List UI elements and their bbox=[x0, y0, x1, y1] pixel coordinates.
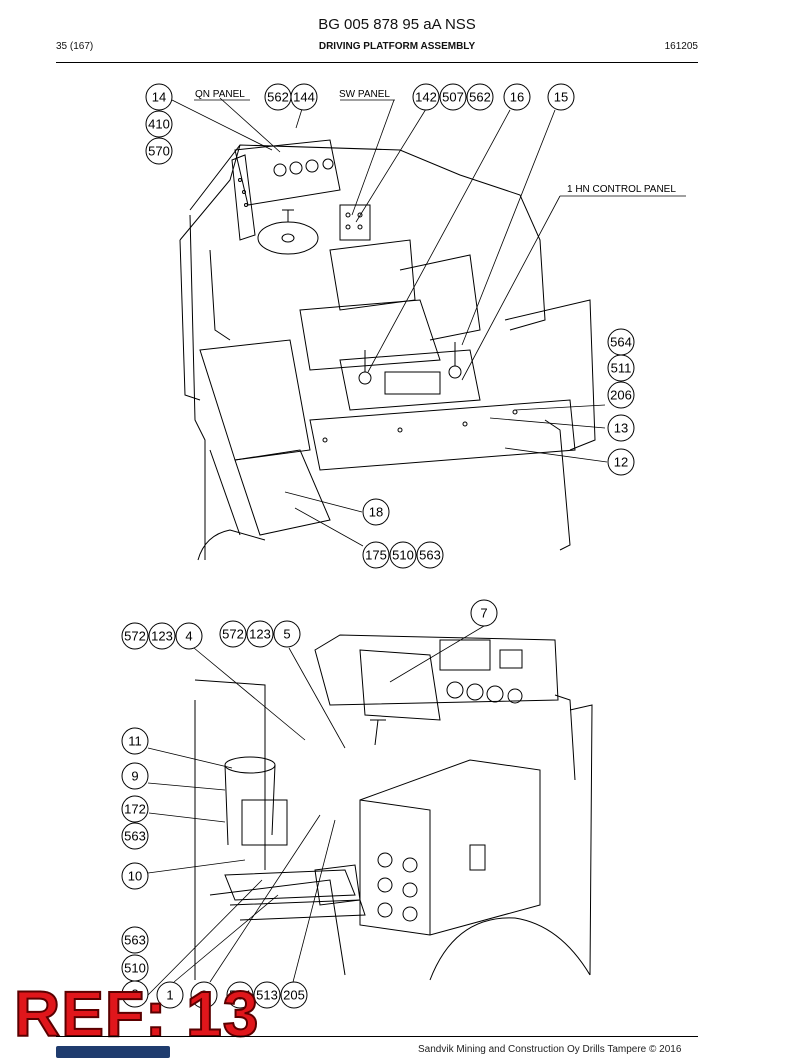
brand-logo bbox=[56, 1046, 170, 1058]
callout-text: 15 bbox=[554, 90, 568, 105]
callout-text: 572 bbox=[124, 629, 146, 644]
callout-570: 570 bbox=[145, 137, 173, 165]
hn-control-panel-label: 1 HN CONTROL PANEL bbox=[567, 184, 676, 195]
callout-text: 564 bbox=[610, 335, 632, 350]
bottom-figure-linework bbox=[194, 634, 593, 981]
top-figure-leaders bbox=[171, 97, 686, 547]
callout-text: 511 bbox=[611, 361, 632, 376]
page-reference: 35 (167) bbox=[56, 41, 94, 52]
callout-123: 123 bbox=[246, 620, 274, 648]
callout-14: 14 bbox=[145, 83, 173, 111]
callout-text: 9 bbox=[131, 769, 138, 784]
callout-text: 206 bbox=[610, 388, 632, 403]
callout-text: 570 bbox=[148, 144, 170, 159]
callout-text: 3 bbox=[200, 988, 207, 1003]
footer-rule bbox=[56, 1036, 698, 1037]
callout-text: 123 bbox=[151, 629, 173, 644]
callout-175: 175 bbox=[362, 541, 390, 569]
document-title: BG 005 878 95 aA NSS bbox=[318, 16, 476, 33]
section-title: DRIVING PLATFORM ASSEMBLY bbox=[318, 41, 476, 52]
callout-572: 572 bbox=[219, 620, 247, 648]
callout-text: 2 bbox=[131, 987, 138, 1002]
callout-562: 562 bbox=[466, 83, 494, 111]
callout-11: 11 bbox=[121, 727, 149, 755]
callout-563: 563 bbox=[121, 926, 149, 954]
callout-206: 206 bbox=[607, 381, 635, 409]
callout-13: 13 bbox=[607, 414, 635, 442]
callout-123: 123 bbox=[148, 622, 176, 650]
callout-text: 510 bbox=[124, 961, 146, 976]
callout-text: 5 bbox=[283, 627, 290, 642]
callout-144: 144 bbox=[290, 83, 318, 111]
callout-text: 410 bbox=[148, 117, 170, 132]
callout-15: 15 bbox=[547, 83, 575, 111]
callout-text: 142 bbox=[415, 90, 437, 105]
callout-text: 175 bbox=[365, 548, 387, 563]
callout-text: 144 bbox=[293, 90, 315, 105]
callout-text: 562 bbox=[469, 90, 491, 105]
callout-text: 205 bbox=[283, 988, 305, 1003]
callout-text: 564 bbox=[229, 988, 251, 1003]
callout-572: 572 bbox=[121, 622, 149, 650]
callout-563: 563 bbox=[121, 822, 149, 850]
callout-text: 13 bbox=[614, 421, 628, 436]
callout-18: 18 bbox=[362, 498, 390, 526]
callout-510: 510 bbox=[121, 954, 149, 982]
callout-text: 563 bbox=[124, 829, 146, 844]
callout-507: 507 bbox=[439, 83, 467, 111]
callout-142: 142 bbox=[412, 83, 440, 111]
bottom-figure-leaders bbox=[146, 625, 485, 997]
date-code: 161205 bbox=[664, 41, 698, 52]
callout-text: 563 bbox=[124, 933, 146, 948]
callout-7: 7 bbox=[470, 599, 498, 627]
callout-10: 10 bbox=[121, 862, 149, 890]
callout-text: 7 bbox=[480, 606, 487, 621]
callout-511: 511 bbox=[607, 354, 635, 382]
callout-205: 205 bbox=[280, 981, 308, 1009]
callout-4: 4 bbox=[175, 622, 203, 650]
callout-text: 507 bbox=[442, 90, 464, 105]
callout-564: 564 bbox=[226, 981, 254, 1009]
callout-564: 564 bbox=[607, 328, 635, 356]
callout-513: 513 bbox=[253, 981, 281, 1009]
callout-text: 123 bbox=[249, 627, 271, 642]
callout-text: 14 bbox=[152, 90, 166, 105]
callout-510: 510 bbox=[389, 541, 417, 569]
callout-text: 1 bbox=[166, 988, 173, 1003]
callout-text: 513 bbox=[256, 988, 278, 1003]
sw-panel-label: SW PANEL bbox=[339, 89, 390, 100]
callout-text: 562 bbox=[267, 90, 289, 105]
top-figure-linework bbox=[179, 139, 596, 561]
callout-12: 12 bbox=[607, 448, 635, 476]
callout-text: 12 bbox=[614, 455, 628, 470]
callout-text: 16 bbox=[510, 90, 524, 105]
footer-copyright: Sandvik Mining and Construction Oy Drill… bbox=[418, 1044, 682, 1055]
callout-text: 10 bbox=[128, 869, 142, 884]
callout-text: 172 bbox=[124, 802, 146, 817]
callout-2: 2 bbox=[121, 980, 149, 1008]
callout-1: 1 bbox=[156, 981, 184, 1009]
callout-text: 563 bbox=[419, 548, 441, 563]
callout-5: 5 bbox=[273, 620, 301, 648]
callout-16: 16 bbox=[503, 83, 531, 111]
callout-562: 562 bbox=[264, 83, 292, 111]
header-rule bbox=[56, 62, 698, 63]
callout-563: 563 bbox=[416, 541, 444, 569]
callout-text: 4 bbox=[185, 629, 192, 644]
callout-3: 3 bbox=[190, 981, 218, 1009]
qn-panel-label: QN PANEL bbox=[195, 89, 245, 100]
callout-text: 572 bbox=[222, 627, 244, 642]
callout-9: 9 bbox=[121, 762, 149, 790]
callout-text: 510 bbox=[392, 548, 414, 563]
callout-text: 18 bbox=[369, 505, 383, 520]
callout-410: 410 bbox=[145, 110, 173, 138]
callout-text: 11 bbox=[128, 734, 142, 749]
callout-172: 172 bbox=[121, 795, 149, 823]
